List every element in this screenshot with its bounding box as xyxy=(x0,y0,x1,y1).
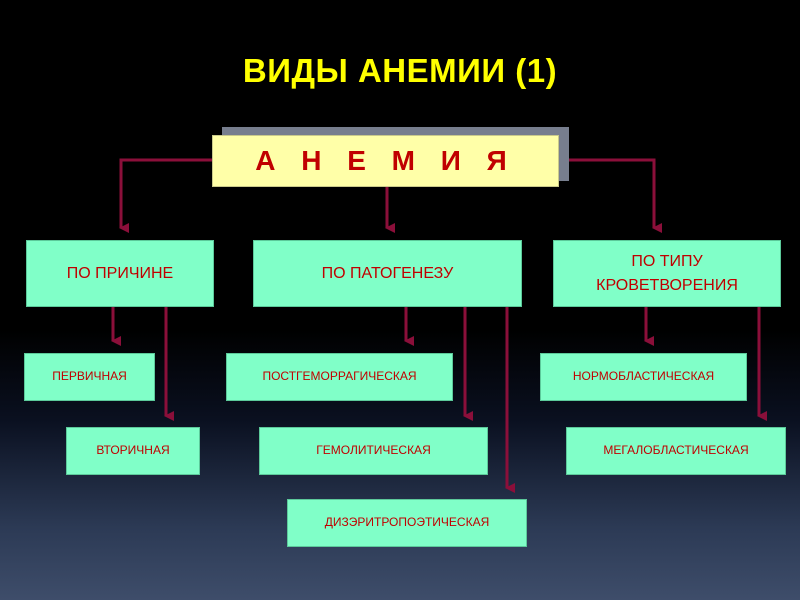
arrow-root-to-cause xyxy=(119,158,212,233)
slide-title: ВИДЫ АНЕМИИ (1) xyxy=(242,52,558,89)
category-by-pathogenesis: ПО ПАТОГЕНЕЗУ xyxy=(253,240,522,307)
arrow-root-to-hemopoiesis xyxy=(559,158,662,233)
category-by-cause: ПО ПРИЧИНЕ xyxy=(26,240,214,307)
leaf-hemolytic: ГЕМОЛИТИЧЕСКАЯ xyxy=(259,427,488,475)
root-node-anemia: А Н Е М И Я xyxy=(212,135,559,187)
leaf-megaloblastic: МЕГАЛОБЛАСТИЧЕСКАЯ xyxy=(566,427,786,475)
leaf-dyserythropoietic: ДИЗЭРИТРОПОЭТИЧЕСКАЯ xyxy=(287,499,527,547)
leaf-primary: ПЕРВИЧНАЯ xyxy=(24,353,155,401)
leaf-normoblastic: НОРМОБЛАСТИЧЕСКАЯ xyxy=(540,353,747,401)
category-by-hemopoiesis-type: ПО ТИПУ КРОВЕТВОРЕНИЯ xyxy=(553,240,781,307)
leaf-secondary: ВТОРИЧНАЯ xyxy=(66,427,200,475)
leaf-posthemorrhagic: ПОСТГЕМОРРАГИЧЕСКАЯ xyxy=(226,353,453,401)
